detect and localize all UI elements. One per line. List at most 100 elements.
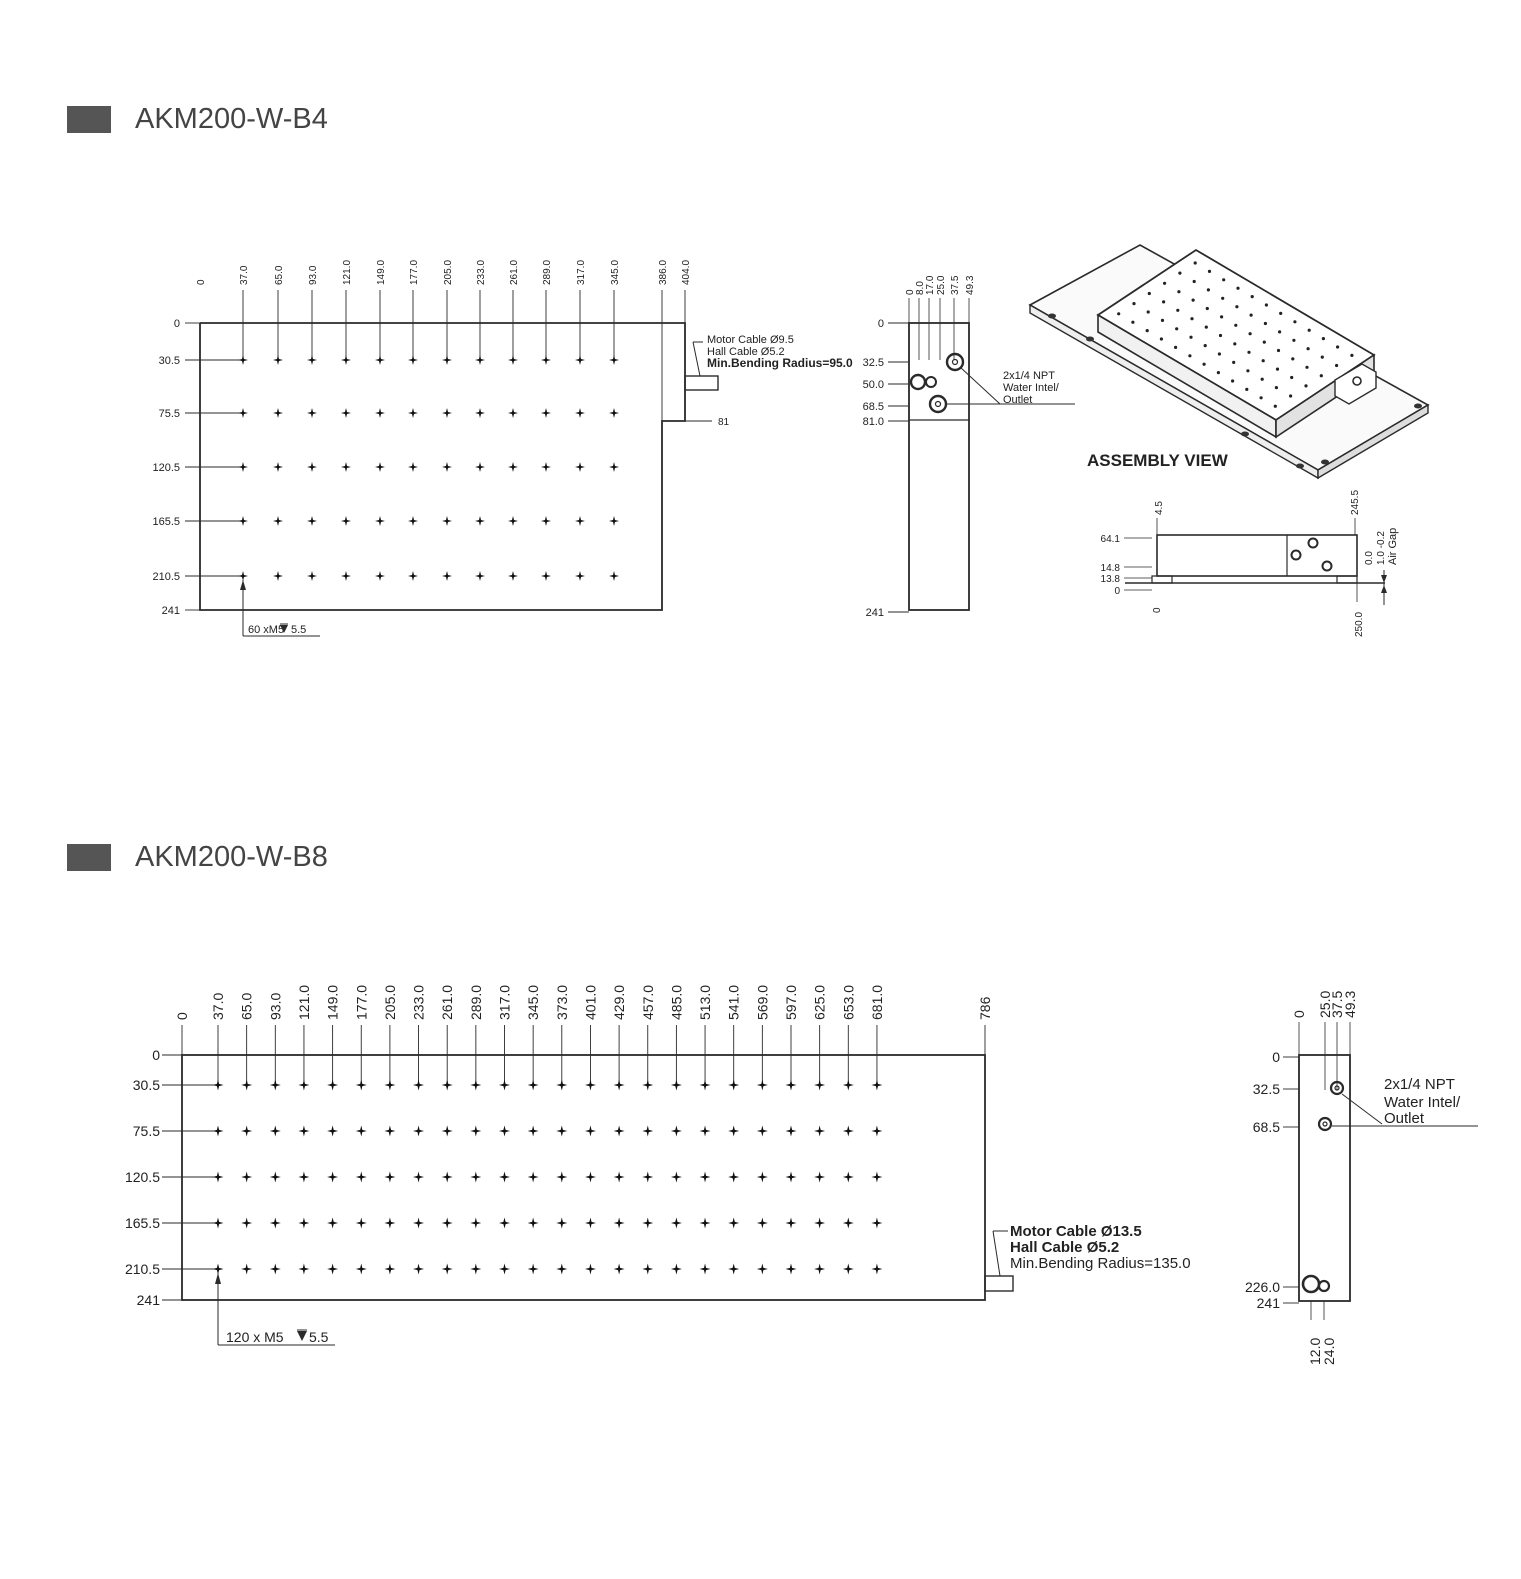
dim-label: 0 [1114, 586, 1120, 597]
mounting-hole [413, 1171, 424, 1183]
dim-label: 210.5 [125, 1261, 160, 1277]
mounting-hole [375, 462, 385, 472]
gap-arrow [1381, 575, 1387, 583]
dim-label: 0 [1152, 607, 1163, 613]
mounting-hole [241, 1125, 253, 1137]
mounting-hole [508, 571, 518, 581]
dim-label: 120.5 [125, 1169, 160, 1185]
mounting-hole [413, 1263, 424, 1275]
dim-label: 64.1 [1101, 534, 1121, 545]
rail-slot [1086, 336, 1094, 342]
mounting-hole [327, 1263, 339, 1275]
dim-label: 32.5 [1253, 1081, 1280, 1097]
assembly-hole [1175, 327, 1179, 331]
mounting-hole [269, 1079, 281, 1091]
mounting-hole [508, 355, 518, 365]
dim-label: 241 [137, 1292, 161, 1308]
assembly-hole [1189, 335, 1193, 339]
mounting-hole [298, 1171, 310, 1183]
assembly-hole [1221, 296, 1225, 300]
mounting-hole [842, 1263, 854, 1275]
mounting-hole [499, 1079, 510, 1091]
dim-label: 37.0 [210, 993, 226, 1020]
assembly-hole [1188, 354, 1192, 358]
mounting-hole [699, 1263, 711, 1275]
mounting-hole [575, 355, 585, 365]
mounting-hole [670, 1171, 682, 1183]
mounting-hole [238, 355, 248, 365]
mounting-hole [814, 1217, 826, 1229]
mounting-hole [756, 1079, 768, 1091]
assembly-port [1352, 376, 1362, 386]
mounting-hole [556, 1125, 568, 1137]
mounting-hole [814, 1079, 826, 1091]
mounting-hole [556, 1171, 568, 1183]
mounting-hole [609, 462, 619, 472]
mounting-hole [442, 516, 452, 526]
mounting-hole [355, 1125, 367, 1137]
cable-spec: Hall Cable Ø5.2 [1010, 1239, 1119, 1256]
dim-label: 401.0 [582, 985, 598, 1020]
mounting-hole [327, 1171, 339, 1183]
assembly-hole [1231, 379, 1235, 383]
mounting-hole [212, 1263, 224, 1275]
b4-side-outline [908, 322, 970, 611]
mounting-hole [699, 1171, 711, 1183]
mounting-hole [541, 571, 551, 581]
mounting-hole [613, 1079, 625, 1091]
mounting-hole [814, 1263, 826, 1275]
assembly-hole [1236, 286, 1240, 290]
dim-label: 210.5 [152, 571, 180, 583]
mounting-hole [814, 1125, 826, 1137]
assembly-hole [1278, 330, 1282, 334]
assembly-hole [1320, 355, 1324, 359]
dim-label: 233.0 [476, 260, 487, 285]
leader-line [992, 1230, 1001, 1277]
mounting-hole [441, 1171, 453, 1183]
water-port [945, 352, 965, 372]
assembly-label: ASSEMBLY VIEW [1087, 451, 1229, 470]
assembly-hole [1160, 318, 1165, 322]
mounting-hole [441, 1263, 453, 1275]
assembly-hole [1162, 300, 1166, 304]
section-marker [67, 844, 111, 871]
assembly-hole [1276, 348, 1281, 353]
dim-label: 121.0 [296, 985, 312, 1020]
mounting-hole [341, 408, 351, 418]
mounting-hole [728, 1217, 740, 1229]
dim-label: 345.0 [610, 260, 621, 285]
front-port [1290, 549, 1302, 561]
dim-label: 317.0 [576, 260, 587, 285]
water-spec: Outlet [1003, 394, 1032, 406]
mounting-hole [756, 1125, 768, 1137]
mounting-hole [613, 1263, 625, 1275]
dim-label: 541.0 [726, 985, 742, 1020]
dim-label: 32.5 [863, 357, 884, 369]
mounting-hole [269, 1171, 281, 1183]
assembly-hole [1131, 320, 1135, 324]
water-port [928, 394, 948, 414]
dim-label: 75.5 [133, 1123, 160, 1139]
mounting-hole [442, 408, 452, 418]
mounting-hole [470, 1263, 482, 1275]
dim-label: 0 [905, 289, 916, 295]
mounting-hole [499, 1171, 510, 1183]
mounting-hole [413, 1125, 424, 1137]
assembly-hole [1177, 290, 1181, 294]
mounting-hole [814, 1171, 826, 1183]
mounting-hole [613, 1125, 625, 1137]
rail-slot [1241, 431, 1249, 437]
assembly-hole [1321, 337, 1325, 341]
section-header-b8: AKM200-W-B8 [67, 841, 328, 874]
assembly-hole [1132, 302, 1136, 306]
mounting-hole [527, 1125, 539, 1137]
assembly-hole [1250, 295, 1254, 299]
mounting-hole [327, 1125, 339, 1137]
mounting-hole [585, 1217, 596, 1229]
mounting-hole [442, 571, 452, 581]
dim-label: 177.0 [353, 985, 369, 1020]
dim-label: 0.0 [1364, 551, 1375, 565]
cable-spec: Motor Cable Ø13.5 [1010, 1223, 1142, 1240]
